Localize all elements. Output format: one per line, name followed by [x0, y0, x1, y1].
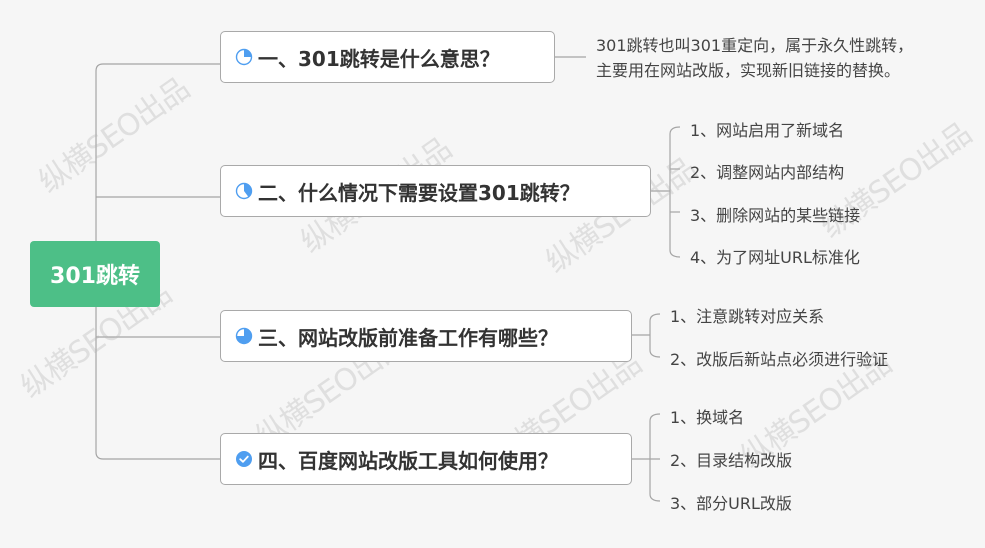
branch-node-label: 二、什么情况下需要设置301跳转？	[258, 180, 580, 205]
leaf-node[interactable]: 1、换域名	[670, 408, 745, 427]
progress-25-icon	[235, 48, 253, 66]
description-line: 主要用在网站改版，实现新旧链接的替换。	[596, 61, 901, 80]
branch-node-label: 四、百度网站改版工具如何使用？	[258, 448, 558, 473]
branch-node-3[interactable]: 三、网站改版前准备工作有哪些？	[220, 310, 632, 362]
root-node-label: 301跳转	[50, 264, 140, 289]
leaf-node[interactable]: 2、改版后新站点必须进行验证	[670, 350, 889, 369]
leaf-node[interactable]: 2、目录结构改版	[670, 451, 793, 470]
root-node[interactable]: 301跳转	[30, 241, 160, 307]
branch-node-label: 一、301跳转是什么意思？	[258, 46, 500, 71]
check-complete-icon	[236, 451, 252, 467]
branch-node-label: 三、网站改版前准备工作有哪些？	[258, 325, 558, 350]
leaf-node[interactable]: 1、网站启用了新域名	[690, 121, 845, 140]
progress-75-icon	[235, 327, 253, 345]
description-line: 301跳转也叫301重定向，属于永久性跳转，	[596, 36, 914, 55]
leaf-node[interactable]: 3、删除网站的某些链接	[690, 206, 861, 225]
leaf-node[interactable]: 4、为了网址URL标准化	[690, 248, 860, 267]
branch-node-1[interactable]: 一、301跳转是什么意思？	[220, 31, 555, 83]
progress-50-icon	[235, 182, 253, 200]
leaf-node[interactable]: 1、注意跳转对应关系	[670, 307, 825, 326]
branch-1-description: 301跳转也叫301重定向，属于永久性跳转， 主要用在网站改版，实现新旧链接的替…	[596, 33, 913, 83]
branch-node-4[interactable]: 四、百度网站改版工具如何使用？	[220, 433, 632, 485]
leaf-node[interactable]: 2、调整网站内部结构	[690, 163, 845, 182]
leaf-node[interactable]: 3、部分URL改版	[670, 494, 792, 513]
branch-node-2[interactable]: 二、什么情况下需要设置301跳转？	[220, 165, 651, 217]
